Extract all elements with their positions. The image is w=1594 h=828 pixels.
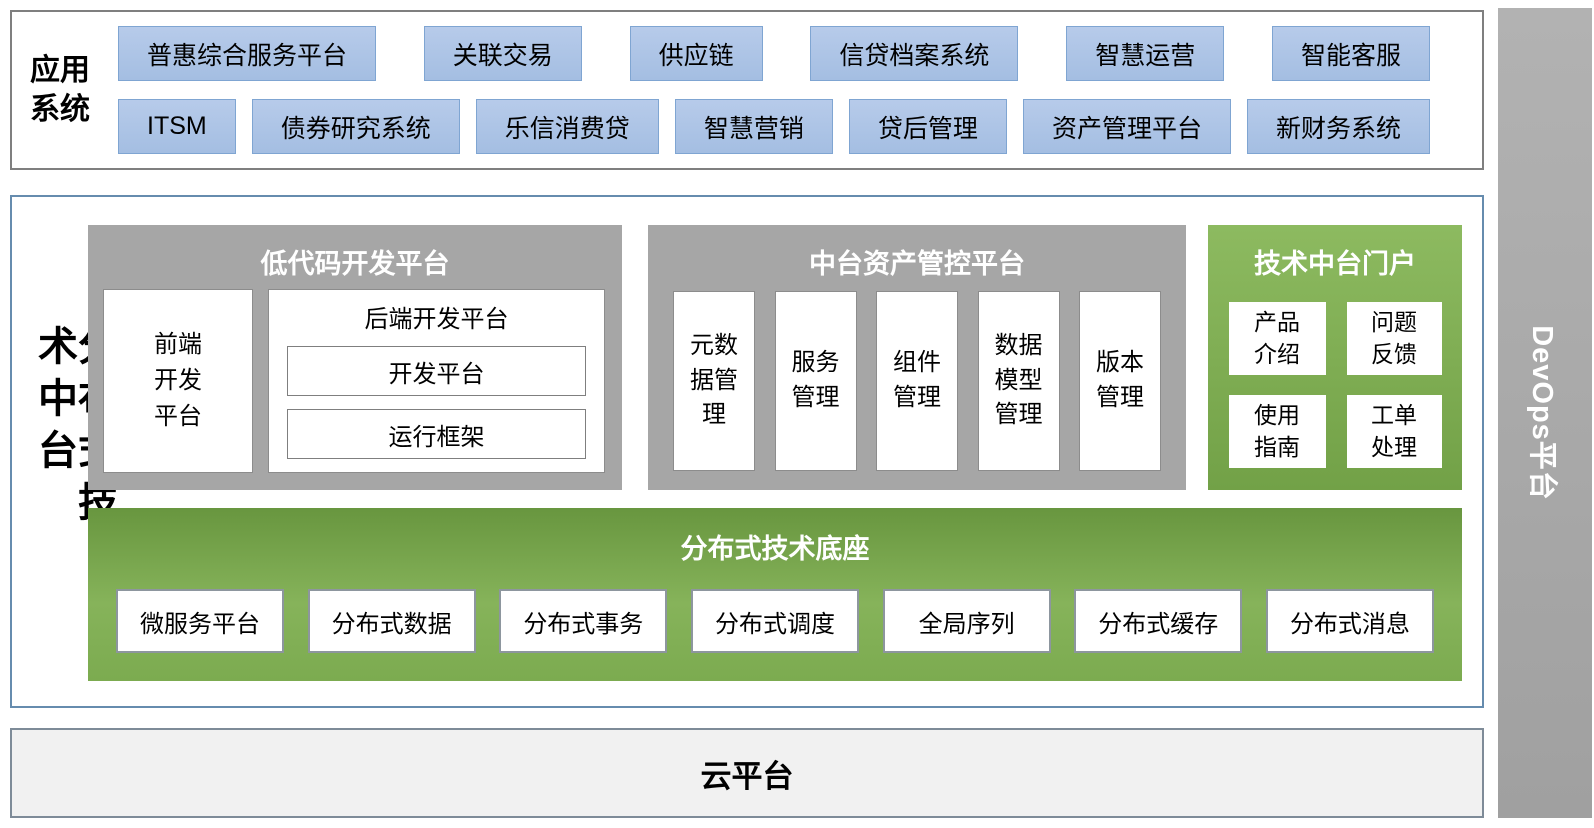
distributed-base-box: 分布式数据 <box>307 589 476 653</box>
asset-control-box: 版本管理 <box>1079 291 1161 471</box>
distributed-base-row: 微服务平台分布式数据分布式事务分布式调度全局序列分布式缓存分布式消息 <box>88 589 1462 653</box>
devops-platform-bar: DevOps平台 <box>1498 8 1592 818</box>
app-row-2: ITSM 债券研究系统乐信消费贷智慧营销贷后管理资产管理平台新财务系统 <box>118 99 1430 154</box>
application-systems-label-text: 应用系统 <box>30 54 90 126</box>
backend-platform-items: 开发平台运行框架 <box>269 334 604 459</box>
app-system-box: 信贷档案系统 <box>810 26 1019 81</box>
backend-platform-box: 后端开发平台 开发平台运行框架 <box>268 289 605 473</box>
app-system-box: 乐信消费贷 <box>475 99 659 154</box>
tech-portal-box: 使用指南 <box>1228 395 1326 468</box>
app-system-box: 贷后管理 <box>848 99 1007 154</box>
tech-portal-grid: 产品介绍 问题反馈 使用指南 工单处理 <box>1208 302 1462 468</box>
distributed-base-box: 分布式调度 <box>690 589 859 653</box>
app-system-box: 债券研究系统 <box>251 99 460 154</box>
devops-platform-label: DevOps平台 <box>1526 325 1558 501</box>
tech-portal-box-label: 产品介绍 <box>1254 309 1300 367</box>
frontend-platform-label: 前端开发平台 <box>154 331 202 430</box>
asset-control-box-label: 版本管理 <box>1096 349 1144 411</box>
lowcode-platform-panel: 低代码开发平台 前端开发平台 后端开发平台 开发平台运行框架 <box>88 225 622 490</box>
app-row-1: 普惠综合服务平台关联交易供应链信贷档案系统智慧运营智能客服 <box>118 26 1430 81</box>
app-system-box: 新财务系统 <box>1246 99 1430 154</box>
distributed-base-panel: 分布式技术底座 微服务平台分布式数据分布式事务分布式调度全局序列分布式缓存分布式… <box>88 508 1462 681</box>
asset-control-box: 组件管理 <box>876 291 958 471</box>
backend-platform-item: 运行框架 <box>287 409 586 459</box>
tech-portal-box: 工单处理 <box>1346 395 1442 468</box>
distributed-base-box: 分布式缓存 <box>1074 589 1243 653</box>
application-systems-rows: 普惠综合服务平台关联交易供应链信贷档案系统智慧运营智能客服 ITSM 债券研究系统… <box>112 12 1482 168</box>
asset-control-columns: 元数据管理 服务管理 组件管理 数据模型管理 版本管理 <box>648 291 1186 471</box>
tech-portal-box: 问题反馈 <box>1346 302 1442 375</box>
distributed-base-box: 分布式消息 <box>1265 589 1434 653</box>
asset-control-box: 数据模型管理 <box>977 291 1060 471</box>
distributed-base-box: 分布式事务 <box>499 589 668 653</box>
app-system-box: 智能客服 <box>1271 26 1430 81</box>
app-system-box: 资产管理平台 <box>1022 99 1231 154</box>
tech-portal-box-label: 使用指南 <box>1254 402 1300 460</box>
app-system-box: 智慧运营 <box>1066 26 1225 81</box>
distributed-base-title: 分布式技术底座 <box>680 534 870 564</box>
asset-control-box-label: 组件管理 <box>893 349 941 411</box>
tech-portal-box-label: 问题反馈 <box>1371 309 1417 367</box>
distributed-base-box: 微服务平台 <box>116 589 284 653</box>
app-system-box: 普惠综合服务平台 <box>118 26 377 81</box>
asset-control-box: 服务管理 <box>774 291 857 471</box>
cloud-platform-label: 云平台 <box>700 758 794 794</box>
asset-control-platform-panel: 中台资产管控平台 元数据管理 服务管理 组件管理 数据模型管理 版本管理 <box>648 225 1186 490</box>
tech-portal-title: 技术中台门户 <box>1254 249 1416 279</box>
application-systems-section: 应用系统 普惠综合服务平台关联交易供应链信贷档案系统智慧运营智能客服 ITSM 债… <box>10 10 1484 170</box>
distributed-base-box: 全局序列 <box>882 589 1051 653</box>
lowcode-platform-title: 低代码开发平台 <box>260 249 450 279</box>
app-system-box: 智慧营销 <box>674 99 833 154</box>
backend-platform-title: 后端开发平台 <box>364 306 509 333</box>
app-system-box: 关联交易 <box>423 26 582 81</box>
tech-portal-box-label: 工单处理 <box>1371 402 1417 460</box>
asset-control-platform-title: 中台资产管控平台 <box>809 249 1025 279</box>
asset-control-box-label: 元数据管理 <box>690 331 738 429</box>
app-system-box: ITSM <box>118 99 236 154</box>
middle-panels: 低代码开发平台 前端开发平台 后端开发平台 开发平台运行框架 中台资产管控平台 … <box>88 225 1462 490</box>
asset-control-box: 元数据管理 <box>673 291 755 471</box>
tech-portal-box: 产品介绍 <box>1228 302 1326 375</box>
asset-control-box-label: 数据模型管理 <box>994 331 1043 429</box>
cloud-platform-bar: 云平台 <box>10 728 1484 818</box>
application-systems-label: 应用系统 <box>12 12 112 168</box>
tech-portal-panel: 技术中台门户 产品介绍 问题反馈 使用指南 工单处理 <box>1208 225 1462 490</box>
backend-platform-item: 开发平台 <box>287 346 586 396</box>
app-system-box: 供应链 <box>629 26 763 81</box>
frontend-platform-box: 前端开发平台 <box>103 289 253 473</box>
asset-control-box-label: 服务管理 <box>791 349 840 411</box>
